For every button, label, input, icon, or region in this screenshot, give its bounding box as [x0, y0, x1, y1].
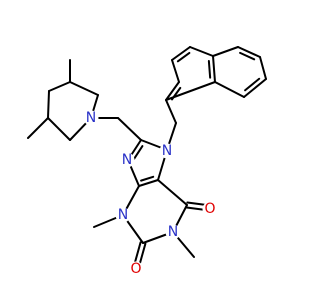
atom-label-N3: N: [118, 207, 128, 223]
bond-a4a-a8a: [212, 55, 216, 83]
bond-a8a-a1: [165, 81, 216, 101]
bond-pC3-pC4: [48, 81, 71, 92]
atom-bg-N7: [159, 143, 175, 159]
atom-label-N7: N: [162, 143, 172, 159]
background: [0, 0, 300, 300]
molecule-structure: N N N N N O O: [0, 0, 300, 300]
atom-label-O6: O: [204, 201, 215, 217]
bond-bCH2-a1: [165, 99, 177, 124]
bond-lCH2-C8: [117, 117, 142, 141]
bond-C5-C6: [157, 179, 188, 206]
bond-a2-a3: [171, 59, 180, 83]
bond-pC4-pC5: [47, 90, 50, 119]
atom-bg-N9: [119, 152, 135, 168]
atom-bg-N1: [165, 224, 181, 240]
atom-labels: N N N N N O O: [83, 110, 218, 277]
bond-a8-a8a: [214, 81, 245, 98]
bond-N9-C8-inner: [133, 145, 144, 160]
atom-label-N1: N: [168, 224, 178, 240]
bond-a3-a4-inner: [176, 51, 191, 63]
bond-pC2-pC3: [69, 81, 99, 96]
atom-bg-N3: [115, 207, 131, 223]
bond-a3-a4: [171, 46, 191, 61]
bond-C5-C4: [138, 179, 159, 187]
bond-pC5-pMe5: [27, 117, 49, 139]
bond-a7-a8: [243, 78, 267, 98]
bond-a4a-a5: [212, 46, 239, 57]
atom-bg-O6: [202, 201, 218, 217]
bond-a1-a2: [165, 81, 180, 101]
bond-a7-a8-inner: [244, 77, 261, 92]
bond-a6-a7: [259, 56, 267, 80]
atom-label-O2: O: [130, 261, 141, 277]
atom-label-pipN: N: [86, 110, 96, 126]
bond-pC5-pC6: [47, 117, 71, 141]
atom-label-N9: N: [122, 152, 132, 168]
bond-a4-a4a: [189, 46, 214, 57]
bond-a5-a6: [237, 46, 261, 58]
atom-bg-O2: [128, 261, 144, 277]
bond-C5-C4-inner: [140, 175, 155, 182]
bond-a4a-a8a-inner: [207, 60, 212, 79]
bond-a5-a6-inner: [239, 51, 256, 61]
atom-bg-pipN: [83, 110, 99, 126]
